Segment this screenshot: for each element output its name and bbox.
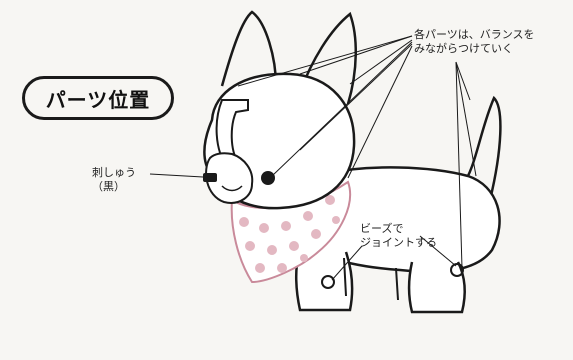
right-ear <box>298 11 357 105</box>
label-balance-note: 各パーツは、バランスを みながらつけていく <box>414 28 535 55</box>
back-leg-left <box>295 249 354 312</box>
joint-bead-right <box>450 263 464 277</box>
front-leg-right <box>407 261 466 314</box>
nose <box>203 173 217 182</box>
body <box>311 166 501 273</box>
tail <box>460 95 502 201</box>
muzzle <box>205 152 254 204</box>
page-title: パーツ位置 <box>45 87 151 112</box>
bandana-dots <box>239 195 340 273</box>
joint-bead-left <box>321 275 335 289</box>
leader-lines <box>149 35 477 281</box>
mouth <box>221 185 243 192</box>
eye <box>261 171 275 185</box>
label-embroidery: 刺しゅう （黒） <box>92 166 136 193</box>
left-ear <box>220 10 278 87</box>
label-bead-joint: ビーズで ジョイントする <box>360 222 437 249</box>
title-badge: パーツ位置 <box>22 76 174 120</box>
back-leg-right <box>343 257 399 301</box>
